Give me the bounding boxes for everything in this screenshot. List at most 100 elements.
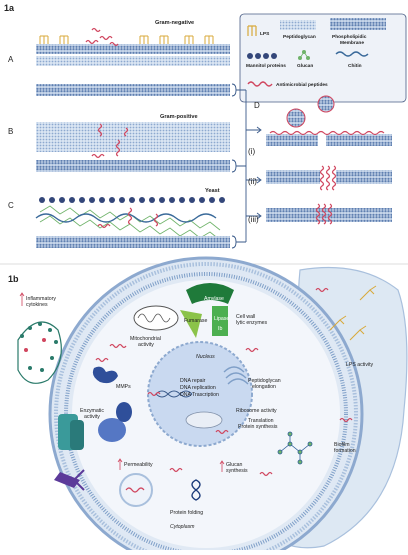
cell-membrane-outer [54,262,358,555]
membrane-ii-right [336,170,392,184]
legend-mannitol: Mannitol proteins [246,63,286,69]
legend-membrane-icon [330,18,386,30]
barrel-stave-pore [319,165,337,191]
legend-amp-icon [247,81,273,87]
legend-chitin-icon [335,51,369,57]
protein-synthesis-label: Protein synthesis [238,424,278,430]
outer-membrane [36,44,230,54]
folded-protein [191,479,201,501]
legend-box: LPS Peptidoglycan Phospholipidic Membran… [239,13,407,103]
ribosome-shape [185,411,223,429]
legend-mannitol-icon [247,53,277,59]
cell-wall-2: lytic enzymes [236,320,268,326]
thick-peptidoglycan [36,122,230,152]
lps-right [329,285,377,341]
panel-1b-title: 1b [8,274,19,284]
ribosome-label: Ribosome activity [236,408,277,414]
peptidoglycan-layer [36,56,230,66]
legend-peptidoglycan: Peptidoglycan [283,34,316,40]
peptidoglycan-2: elongation [252,384,276,390]
glucan-network [39,205,221,241]
cytoplasm-label: Cytoplasm [170,524,195,530]
gram-positive-membrane [36,160,230,172]
micelle-1 [286,108,306,128]
lps-layer [39,35,214,44]
nucleus-label: Nucleus [196,354,215,360]
gram-negative-wall: Gram-negative A [8,20,230,96]
membrane-i-left [266,134,318,146]
micelle-2 [317,95,335,113]
cell-membrane-inner [64,272,348,555]
lps-activity: LPS activity [346,362,374,368]
yeast-label: Yeast [205,188,220,194]
vesicle [119,473,153,507]
lipase-label-2: Ib [218,326,222,332]
biofilm-1: Biofilm [334,442,350,448]
gram-positive-label: Gram-positive [160,114,198,120]
inflammatory-arrow [19,292,25,306]
dna-repair: DNA repair [180,378,206,384]
legend-glucan-icon [298,50,310,60]
label-b: B [8,127,13,136]
legend-phospholipidic-2: Membrane [340,40,364,46]
legend-lps-icon [247,25,257,36]
dna-replication: DNA replication [180,385,216,391]
panel-1a: 1a LPS Peptidoglycan Phospholipidic Memb… [4,3,407,249]
panel-1b: 1b Nucleus DNA repair DNA replication DN… [8,256,408,555]
inflammatory-2: cytokines [26,302,48,308]
mitochondrial-2: activity [138,342,154,348]
lipase-shape [212,306,228,336]
label-d: D [254,101,260,110]
mitochondrion-shape [133,305,179,331]
glucan-2: synthesis [226,468,248,474]
legend-amp: Antimicrobial peptides [276,82,328,88]
mechanism-ii: (ii) [248,165,392,191]
transporter-arms [73,469,85,491]
inflammatory-1: Inflammatory [26,296,56,302]
enzymatic-2: activity [84,414,100,420]
legend-chitin: Chitin [348,63,362,69]
carpet-peptides [269,130,385,136]
legend-glucan: Glucan [297,63,313,69]
mmp-shape [92,366,118,384]
amylase-shape [186,283,234,304]
mech-iii-label: (iii) [248,215,259,224]
gram-negative-label: Gram-negative [155,20,194,26]
mitochondrion-cristae [137,313,171,323]
mechanism-i: (i) [248,95,392,156]
label-c: C [8,201,14,210]
amp-cluster-c [97,207,159,229]
glucan-arrow [219,460,225,472]
legend-peptidoglycan-icon [280,20,316,30]
fumarase-shape [180,310,202,338]
dna-helix [155,390,193,398]
legend-phospholipidic-1: Phospholipidic [332,34,367,40]
mechanism-iii: (iii) [248,203,392,225]
membrane-channel-2 [70,420,84,450]
glucan-tree [277,431,313,465]
peptidoglycan-1: Peptidoglycan [248,378,281,384]
amylase-label: Amylase [204,296,224,302]
vesicle-peptide [125,487,145,493]
mannitol-layer [39,197,225,203]
enzyme-blob-2 [116,402,132,422]
yeast-wall: Yeast C [8,188,230,248]
mitochondrial-1: Mitochondrial [130,336,161,342]
amp-cluster-b [91,123,129,159]
cytokine-chain [17,321,62,384]
amp-scatter [95,287,353,477]
membrane-i-right [326,134,392,146]
permeability-arrow [117,458,123,470]
fumarase-label: Fumarase [184,318,207,324]
panel-1a-title: 1a [4,3,15,13]
transporter-shape [54,472,80,488]
glucan-1: Glucan [226,462,243,468]
enzymatic-1: Enzymatic [80,408,104,414]
permeability-label: Permeability [124,462,153,468]
amp-cluster-a [85,27,119,47]
legend-lps: LPS [260,31,270,37]
protein-folding-label: Protein folding [170,510,203,516]
toroidal-pore [315,203,333,225]
